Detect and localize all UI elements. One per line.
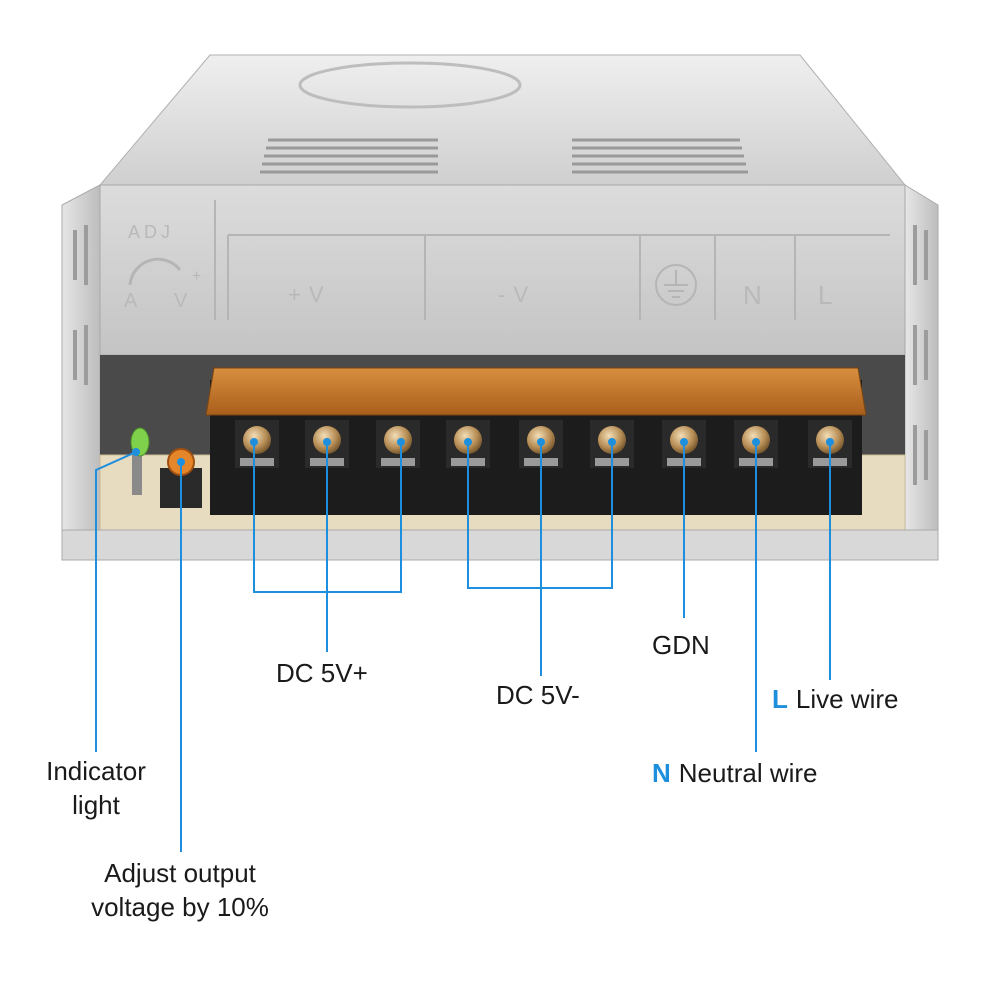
panel-adj-label: ADJ — [128, 222, 175, 242]
ground-symbol-icon — [655, 264, 697, 306]
callout-lines — [95, 442, 831, 852]
label-indicator-line2: light — [72, 790, 120, 820]
housing-left-wall — [61, 184, 101, 561]
panel-plus-v-label: +V — [288, 282, 332, 307]
housing-right-wall — [904, 184, 939, 561]
panel-dividers — [214, 200, 890, 320]
panel-minus-v-label: -V — [498, 282, 536, 307]
callout-indicator — [95, 451, 137, 752]
label-gdn: GDN — [652, 630, 710, 660]
side-vents — [73, 225, 928, 485]
fan-outline — [298, 61, 522, 109]
panel-live-label: L — [818, 280, 841, 310]
label-live-letter: L — [772, 684, 788, 714]
panel-neutral-label: N — [743, 280, 770, 310]
label-adjust-line1: Adjust output — [104, 858, 256, 888]
panel-adj-v-label: V — [174, 290, 196, 312]
top-vent-left — [260, 138, 438, 174]
housing-front-panel — [99, 184, 906, 356]
label-live-text: Live wire — [795, 684, 899, 714]
callout-dots — [132, 438, 834, 466]
bottom-rail — [61, 529, 939, 561]
panel-adj-a-label: A — [124, 290, 146, 312]
label-neutral-letter: N — [652, 758, 671, 788]
label-adjust-output: Adjust output voltage by 10% — [80, 856, 280, 924]
panel-adj-plus-label: + — [192, 268, 210, 285]
label-indicator-line1: Indicator — [46, 756, 146, 786]
label-neutral-text: Neutral wire — [678, 758, 818, 788]
terminal-cover — [205, 367, 867, 416]
indicator-led-leads — [132, 450, 142, 495]
label-dc-minus: DC 5V- — [496, 680, 580, 710]
top-vent-right — [572, 138, 748, 174]
adjust-arrow-icon — [128, 257, 182, 286]
label-dc-plus: DC 5V+ — [276, 658, 368, 688]
label-indicator-light: Indicator light — [38, 754, 154, 822]
label-adjust-line2: voltage by 10% — [91, 892, 269, 922]
